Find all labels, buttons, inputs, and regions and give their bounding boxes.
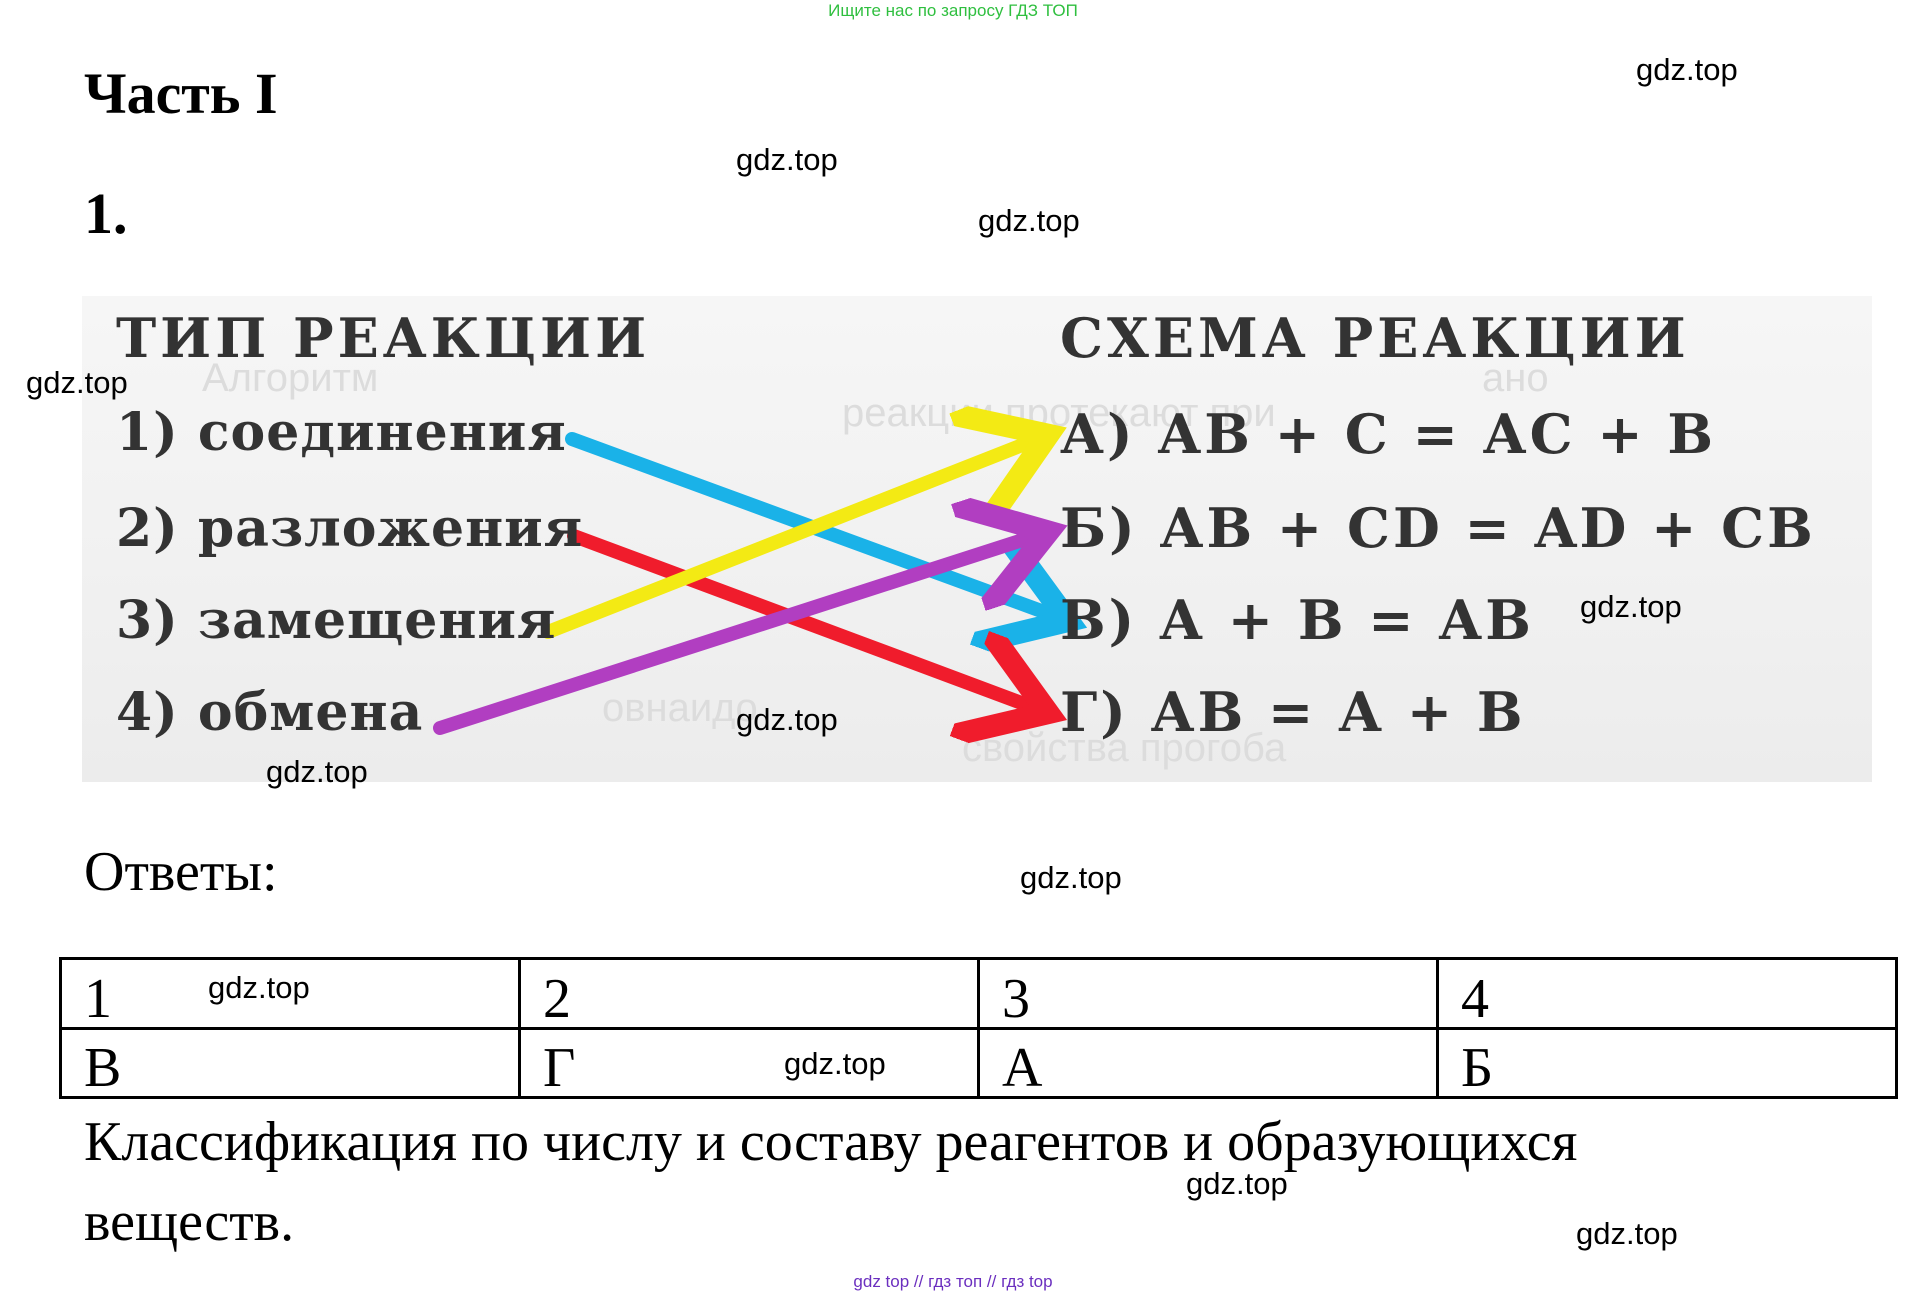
- watermark: gdz.top: [1636, 52, 1738, 87]
- reaction-scheme-heading: СХЕМА РЕАКЦИИ: [1060, 306, 1690, 370]
- reaction-scheme-b: Б) АВ + CD = AD + CB: [1060, 496, 1816, 560]
- arrow-4-to-b: [433, 536, 1035, 735]
- watermark: gdz.top: [1576, 1216, 1678, 1251]
- reaction-scheme-v: В) А + В = АВ: [1060, 588, 1534, 652]
- answer-value-3: А: [977, 1026, 1439, 1099]
- answers-label: Ответы:: [84, 841, 278, 903]
- watermark: gdz.top: [736, 142, 838, 177]
- classification-text: Классификация по числу и составу реагент…: [84, 1111, 1578, 1253]
- watermark: gdz.top: [1020, 860, 1122, 895]
- reaction-type-4: 4) обмена: [116, 682, 424, 743]
- reaction-type-heading: ТИП РЕАКЦИИ: [116, 306, 651, 370]
- arrow-3-to-a: [541, 440, 1035, 639]
- watermark: gdz.top: [736, 702, 838, 737]
- reaction-type-1: 1) соединения: [116, 402, 567, 463]
- answer-header-3: 3: [977, 957, 1439, 1030]
- table-row: В Г А Б: [59, 1026, 1898, 1099]
- reaction-scheme-g: Г) АВ = А + В: [1060, 680, 1526, 744]
- footer-links[interactable]: gdz top // гдз топ // гдз top: [853, 1272, 1053, 1291]
- reaction-type-3: 3) замещения: [116, 590, 557, 651]
- watermark: gdz.top: [1580, 589, 1682, 624]
- answer-value-2: Г: [518, 1026, 980, 1099]
- answer-value-1: В: [59, 1026, 521, 1099]
- watermark: gdz.top: [208, 970, 310, 1005]
- search-hint-banner: Ищите нас по запросу ГДЗ ТОП: [828, 1, 1078, 20]
- answer-header-1: 1: [59, 957, 521, 1030]
- task-number: 1.: [84, 181, 128, 246]
- reaction-type-2: 2) разложения: [116, 498, 584, 559]
- answer-header-2: 2: [518, 957, 980, 1030]
- answers-table: 1 2 3 4 В Г А Б: [59, 957, 1898, 1099]
- matching-arrows: [433, 296, 1872, 782]
- answer-header-4: 4: [1436, 957, 1898, 1030]
- watermark: gdz.top: [26, 365, 128, 400]
- arrow-2-to-g: [567, 529, 1035, 708]
- watermark: gdz.top: [978, 203, 1080, 238]
- exercise-image: Алгоритм реакции протекают при ано овнаи…: [82, 296, 1872, 782]
- watermark: gdz.top: [784, 1046, 886, 1081]
- part-title: Часть I: [84, 61, 278, 126]
- watermark: gdz.top: [1186, 1166, 1288, 1201]
- reaction-scheme-a: А) АВ + С = АС + В: [1060, 402, 1717, 466]
- table-row: 1 2 3 4: [59, 957, 1898, 1030]
- watermark: gdz.top: [266, 754, 368, 789]
- answer-value-4: Б: [1436, 1026, 1898, 1099]
